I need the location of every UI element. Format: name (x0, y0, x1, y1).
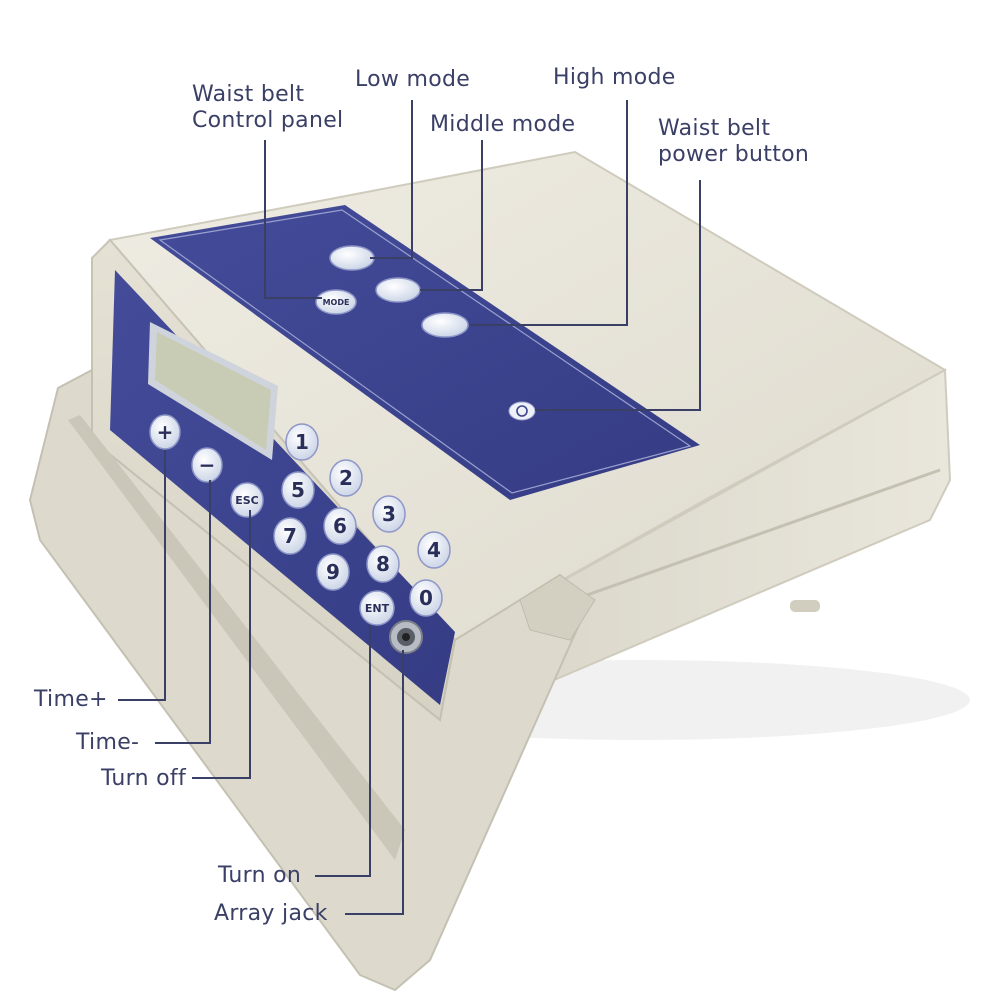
time-minus-key[interactable]: − (191, 447, 223, 483)
ent-key-label: ENT (365, 602, 390, 615)
leader-time-minus (155, 480, 211, 744)
label-line: Waist belt (192, 82, 305, 107)
number-key-6-label: 6 (333, 514, 347, 538)
esc-key-label: ESC (235, 494, 259, 507)
number-key-7-label: 7 (283, 524, 297, 548)
label-time-minus: Time- (76, 730, 140, 755)
lcd-screen (155, 332, 271, 450)
leader-power-button (535, 180, 701, 411)
leader-array-jack (345, 650, 404, 915)
middle-mode-key[interactable] (375, 277, 421, 303)
label-waist-belt-control-panel: Waist belt Control panel (192, 82, 343, 134)
label-line: Waist belt (658, 116, 771, 141)
label-middle-mode: Middle mode (430, 112, 576, 137)
number-key-1-label: 1 (295, 430, 309, 454)
number-key-4[interactable]: 4 (417, 531, 451, 569)
label-high-mode: High mode (553, 65, 676, 90)
mode-key[interactable]: MODE (315, 289, 357, 315)
number-key-7[interactable]: 7 (273, 517, 307, 555)
handle-pivot (519, 574, 596, 641)
label-time-plus: Time+ (34, 687, 108, 712)
power-icon (516, 405, 528, 417)
number-key-5[interactable]: 5 (281, 471, 315, 509)
leader-lines (118, 100, 701, 915)
label-line: power button (658, 142, 810, 167)
time-minus-key-label: − (199, 453, 216, 477)
leader-low-mode (370, 100, 413, 259)
leader-turn-on (315, 625, 371, 877)
label-turn-off: Turn off (101, 766, 186, 791)
label-waist-belt-power-button: Waist belt power button (658, 116, 809, 168)
low-mode-key[interactable] (329, 245, 375, 271)
number-key-2[interactable]: 2 (329, 459, 363, 497)
foot (790, 600, 820, 612)
number-key-2-label: 2 (339, 466, 353, 490)
leader-middle-mode (420, 140, 483, 291)
number-key-8-label: 8 (376, 552, 390, 576)
top-panel (150, 205, 700, 500)
number-key-5-label: 5 (291, 478, 305, 502)
array-jack[interactable] (389, 620, 423, 654)
number-key-9-label: 9 (326, 560, 340, 584)
high-mode-key[interactable] (421, 312, 469, 338)
number-key-4-label: 4 (427, 538, 441, 562)
number-key-6[interactable]: 6 (323, 507, 357, 545)
waist-belt-power-button[interactable] (508, 401, 536, 421)
leader-turn-off (192, 510, 251, 779)
leader-time-plus (118, 450, 166, 701)
number-key-1[interactable]: 1 (285, 423, 319, 461)
top-panel-border (158, 209, 692, 494)
time-plus-key[interactable]: + (149, 414, 181, 450)
leader-control-panel (264, 140, 322, 299)
handle-inner (68, 415, 405, 860)
ent-key[interactable]: ENT (359, 590, 395, 626)
label-low-mode: Low mode (355, 67, 471, 92)
label-array-jack: Array jack (214, 901, 328, 926)
number-key-9[interactable]: 9 (316, 553, 350, 591)
number-key-0-label: 0 (419, 586, 433, 610)
number-key-0[interactable]: 0 (409, 579, 443, 617)
mode-key-label: MODE (323, 298, 350, 307)
label-turn-on: Turn on (218, 863, 302, 888)
label-line: Control panel (192, 108, 344, 133)
leader-high-mode (470, 100, 628, 326)
number-key-3-label: 3 (382, 502, 396, 526)
esc-key[interactable]: ESC (230, 482, 264, 518)
number-key-8[interactable]: 8 (366, 545, 400, 583)
number-key-3[interactable]: 3 (372, 495, 406, 533)
time-plus-key-label: + (157, 420, 174, 444)
